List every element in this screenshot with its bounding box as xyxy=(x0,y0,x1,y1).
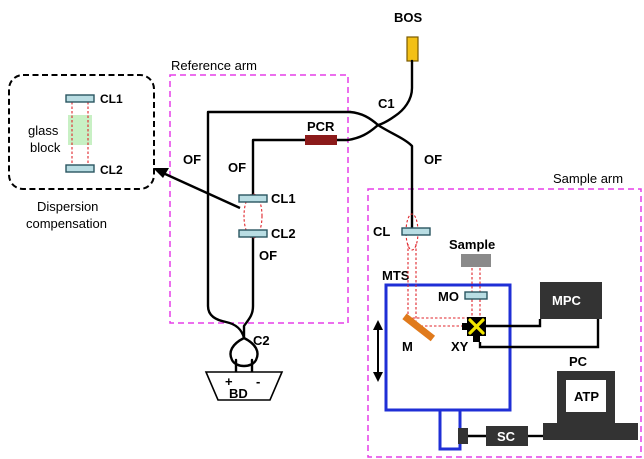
mpc-label: MPC xyxy=(552,293,582,308)
double-arrow-head-bottom xyxy=(373,372,383,382)
fiber-ref-lower xyxy=(242,232,255,340)
c1-label: C1 xyxy=(378,96,395,111)
coupler-c2 xyxy=(229,336,259,368)
cable-mpc-xy-bottom xyxy=(478,319,600,349)
double-arrow-head-top xyxy=(373,320,383,330)
bos-source xyxy=(406,36,419,62)
lens-cl1-dispersion xyxy=(65,94,95,103)
fiber-c2-bd xyxy=(234,358,254,374)
reference-arm-label: Reference arm xyxy=(171,58,257,73)
fiber-c1-pcr xyxy=(251,123,380,200)
c2-label: C2 xyxy=(253,333,270,348)
lens-cl2-reference xyxy=(238,229,268,238)
bd-minus-label: - xyxy=(256,374,260,389)
mts-label: MTS xyxy=(382,268,410,283)
sc-controller xyxy=(486,426,528,446)
of-left-label: OF xyxy=(183,152,201,167)
cl2-reference-label: CL2 xyxy=(271,226,296,241)
lens-cl-sample xyxy=(401,227,431,236)
pcr-label: PCR xyxy=(307,119,335,134)
mirror-m xyxy=(402,313,436,342)
arrow-head xyxy=(153,168,169,178)
xy-label: XY xyxy=(451,339,469,354)
mirror-label: M xyxy=(402,339,413,354)
arrow-icon xyxy=(162,171,241,210)
sample-label: Sample xyxy=(449,237,495,252)
sc-motor xyxy=(458,428,468,444)
cl2-dispersion-label: CL2 xyxy=(100,163,123,177)
bos-label: BOS xyxy=(394,10,423,25)
pcr-controller xyxy=(305,135,337,145)
coupler-c1-top xyxy=(348,110,380,127)
xy-marker-icon xyxy=(468,318,485,335)
bd-label: BD xyxy=(229,386,248,401)
ref-beam-ellipse xyxy=(243,193,263,239)
sample xyxy=(461,254,491,267)
lens-cl2-dispersion xyxy=(65,164,95,173)
of-sample-label: OF xyxy=(424,152,442,167)
xy-stage-tab-bottom xyxy=(473,336,480,342)
fiber-bos-c1 xyxy=(376,59,414,127)
atp-label: ATP xyxy=(574,389,599,404)
reference-arm-box xyxy=(169,74,349,324)
glass-block-label-line1: glass xyxy=(28,123,59,138)
glass-block-label-line2: block xyxy=(30,140,61,155)
sample-arm-label: Sample arm xyxy=(553,171,623,186)
mpc-controller xyxy=(540,282,602,319)
balanced-detector xyxy=(204,371,284,401)
bd-plus-label: + xyxy=(225,374,233,389)
cable-mpc-xy-top xyxy=(486,319,542,328)
of-ref-label: OF xyxy=(228,160,246,175)
of-ref-lower-label: OF xyxy=(259,248,277,263)
objective-mo xyxy=(464,291,488,300)
sc-label: SC xyxy=(497,429,516,444)
mts-leg xyxy=(438,408,462,451)
dispersion-compensation-box xyxy=(8,74,155,190)
fiber-c1-sample xyxy=(376,123,414,230)
cl-sample-label: CL xyxy=(373,224,390,239)
fiber-c1-outer-left xyxy=(206,110,352,340)
dispersion-label-line2: compensation xyxy=(26,216,107,231)
computer-icon xyxy=(543,371,638,440)
cl1-reference-label: CL1 xyxy=(271,191,296,206)
dispersion-label-line1: Dispersion xyxy=(37,199,98,214)
cl1-dispersion-label: CL1 xyxy=(100,92,123,106)
lens-cl1-reference xyxy=(238,194,268,203)
mo-label: MO xyxy=(438,289,459,304)
pc-label: PC xyxy=(569,354,588,369)
xy-stage-tab-left xyxy=(462,323,468,330)
